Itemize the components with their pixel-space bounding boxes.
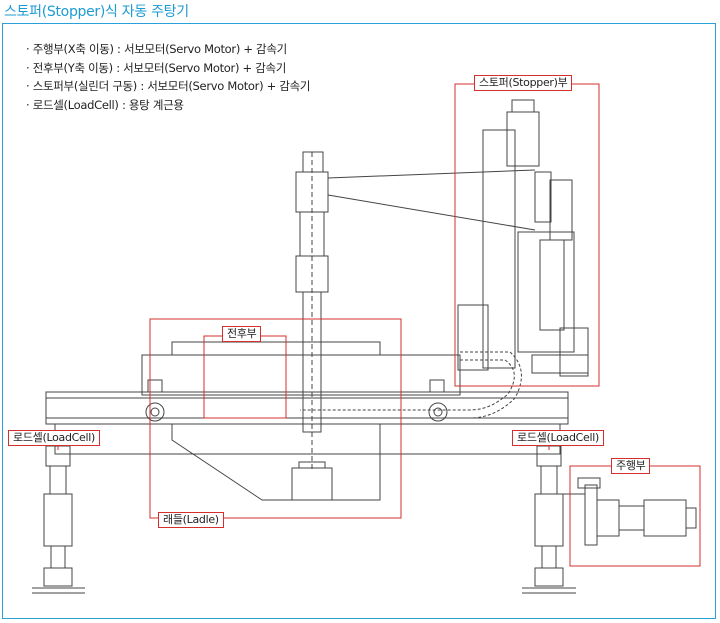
- carriage-plate: [141, 341, 461, 422]
- stopper-arm: [327, 169, 536, 231]
- stopper-assembly: [457, 99, 589, 377]
- callout-boxes: [57, 83, 701, 567]
- travel-region-box: [569, 465, 701, 567]
- figure-frame: [2, 23, 716, 619]
- stopper-region-box: [454, 83, 600, 387]
- spec-item-stopper: 스토퍼부(실린더 구동) : 서보모터(Servo Motor) + 감속기: [26, 77, 311, 96]
- center-column: [295, 151, 329, 470]
- cable-chain: [290, 351, 522, 419]
- right-leg: [522, 445, 576, 594]
- travel-drive-unit: [562, 477, 697, 546]
- front-back-region-box: [203, 335, 287, 419]
- spec-item-travel: 주행부(X축 이동) : 서보모터(Servo Motor) + 감속기: [26, 40, 310, 59]
- ladle-body: [171, 423, 381, 501]
- ladle-label: 래들(Ladle): [158, 512, 224, 528]
- front-back-label: 전후부: [222, 326, 262, 342]
- loadcell-left-label: 로드셀(LoadCell): [8, 430, 100, 446]
- spec-item-front-back: 전후부(Y축 이동) : 서보모터(Servo Motor) + 감속기: [26, 59, 310, 78]
- travel-label: 주행부: [611, 458, 651, 474]
- stopper-label: 스토퍼(Stopper)부: [474, 75, 573, 91]
- left-leg: [32, 445, 85, 594]
- main-frame-beam: [45, 391, 569, 455]
- spec-item-loadcell: 로드셀(LoadCell) : 용탕 계근용: [26, 96, 310, 115]
- ladle-region-box: [149, 318, 402, 519]
- loadcell-right-label: 로드셀(LoadCell): [512, 430, 604, 446]
- spec-list: 주행부(X축 이동) : 서보모터(Servo Motor) + 감속기 전후부…: [26, 40, 311, 115]
- page-title: 스토퍼(Stopper)식 자동 주탕기: [4, 4, 189, 20]
